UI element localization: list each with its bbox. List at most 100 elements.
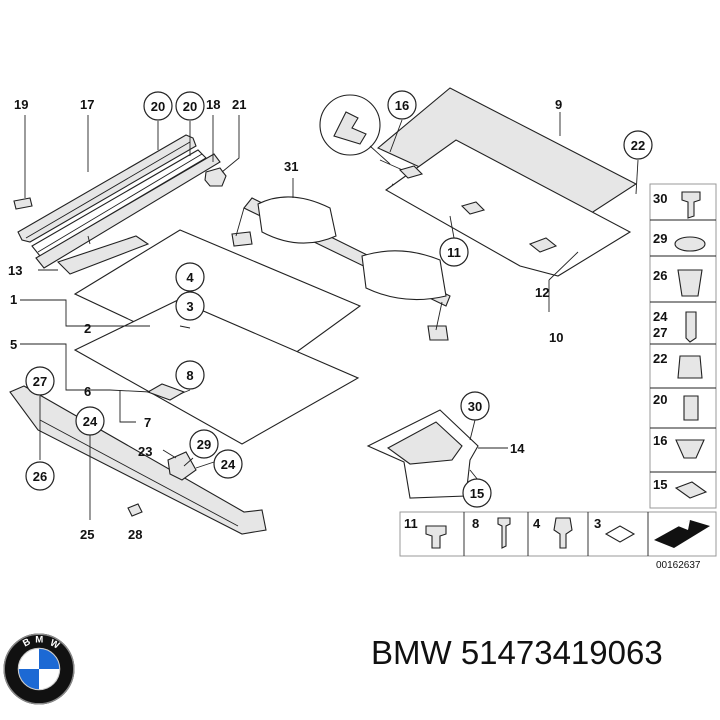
part-31-foot-right [427,325,449,341]
callout-circle-22 [623,130,653,160]
callout-14: 14 [510,441,525,456]
part-9-slot-b [460,201,486,215]
part-23-bracket [167,451,197,481]
callout-8: 8 [186,368,193,383]
reference-number: 00162637 [656,560,701,571]
callout-6: 6 [84,384,91,399]
callout-15: 15 [470,486,484,501]
callout-28: 28 [128,527,142,542]
logo-quarter-blue-1 [39,648,60,669]
bottom-label-4: 4 [533,516,541,531]
callout-circle-20a [143,91,173,121]
leader-lines [20,112,639,520]
callout-12: 12 [535,285,549,300]
bottom-label-8: 8 [472,516,479,531]
part-number-caption: BMW 51473419063 [371,634,663,671]
nut-icon [677,355,703,379]
callout-circle-29 [189,429,219,459]
callout-circle-24b [213,449,243,479]
side-panel-labels: 30 29 26 24 27 22 20 16 15 [653,191,668,492]
part-31-foot-left [231,231,253,247]
side-part-icons [674,191,708,499]
grommet-icon [677,269,703,297]
callout-7: 7 [144,415,151,430]
callout-circle-4 [175,262,205,292]
callout-circle-20b [175,91,205,121]
callout-5: 5 [10,337,17,352]
callout-circle-8 [175,360,205,390]
callout-31: 31 [284,159,298,174]
callout-30: 30 [468,399,482,414]
clip-icon [675,439,705,459]
callout-29: 29 [197,437,211,452]
screw-icon [681,191,701,219]
callout-circle-11 [439,237,469,267]
part-9-slot-a [398,165,424,179]
part-10-shelf [384,139,632,277]
side-label-26: 26 [653,268,667,283]
callout-17: 17 [80,97,94,112]
callout-10: 10 [549,330,563,345]
callout-3: 3 [186,299,193,314]
part-13-trim [56,235,150,275]
part-18-rail [35,153,221,269]
side-label-27: 27 [653,325,667,340]
callout-21: 21 [232,97,246,112]
part-17-rail [17,134,197,243]
part-31-strap-a [257,196,337,244]
part-12-slot [528,237,558,253]
part-21-clip [204,167,227,187]
callouts: 19 17 20 20 18 21 16 9 22 31 13 4 1 3 2 … [8,90,653,542]
callout-circle-26 [25,461,55,491]
logo-quarter-blue-2 [18,669,39,690]
callout-24b: 24 [221,457,236,472]
callout-2: 2 [84,321,91,336]
arrow-icon [654,520,710,548]
callout-13: 13 [8,263,22,278]
part-28-clip [127,503,143,517]
callout-4: 4 [186,270,194,285]
side-label-30: 30 [653,191,667,206]
bolt-icon [553,517,573,549]
bottom-parts-panel [399,511,717,557]
callout-circle-27 [25,366,55,396]
side-label-29: 29 [653,231,667,246]
side-parts-panel [649,183,717,509]
svg-text:B: B [21,636,32,649]
callout-18: 18 [206,97,220,112]
callout-circle-16 [387,90,417,120]
callout-1: 1 [10,292,17,307]
side-label-22: 22 [653,351,667,366]
callout-circle-15 [462,478,492,508]
bottom-panel-labels: 11 8 4 3 [404,516,601,531]
part-6-floor-panel [73,299,360,445]
bottom-label-11: 11 [404,516,418,531]
callout-25: 25 [80,527,94,542]
spring-nut-icon [674,481,708,499]
plug-icon [425,525,447,549]
bolt-icon [683,395,699,421]
screw-icon [497,517,511,549]
callout-24a: 24 [83,414,98,429]
callout-26: 26 [33,469,47,484]
plug-icon [674,236,706,252]
part-19-clip [13,197,33,210]
callout-20a: 20 [151,99,165,114]
callout-19: 19 [14,97,28,112]
bottom-panel-frame [399,511,717,557]
side-label-20: 20 [653,392,667,407]
bottom-label-3: 3 [594,516,601,531]
callout-27: 27 [33,374,47,389]
part-25-sill-trim [9,385,267,535]
callout-11: 11 [447,245,461,260]
part-drawings [9,87,638,535]
side-label-15: 15 [653,477,667,492]
screw-icon [685,311,697,343]
washer-icon [604,525,636,543]
part-14-tray-inner [386,421,463,465]
callout-16: 16 [395,98,409,113]
bmw-logo: B M W [3,633,75,705]
side-label-16: 16 [653,433,667,448]
callout-22: 22 [631,138,645,153]
